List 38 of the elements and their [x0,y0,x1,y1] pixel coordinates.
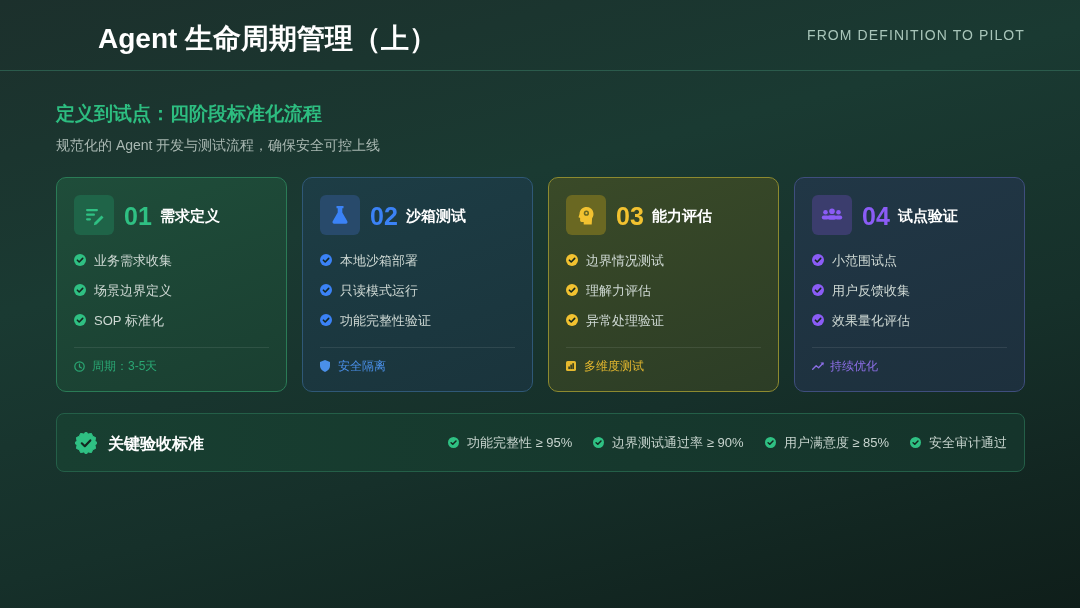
card-footer-note: 多维度测试 [584,358,644,374]
stage-number: 01 [124,200,152,232]
card-footer-note: 安全隔离 [338,358,386,374]
stage-title: 沙箱测试 [406,206,466,226]
checklist-item: 只读模式运行 [340,281,418,299]
checklist-item: 业务需求收集 [94,251,172,269]
criterion-item: 安全审计通过 [929,434,1007,451]
stage-title: 能力评估 [652,206,712,226]
checklist-item: 功能完整性验证 [340,311,431,329]
card-footer-note: 周期：3-5天 [92,358,158,374]
stage-card [794,177,1025,392]
criterion-item: 功能完整性 ≥ 95% [466,434,573,451]
checklist-item: 效果量化评估 [832,311,910,329]
stage-number: 02 [370,200,398,232]
checklist-item: 本地沙箱部署 [340,251,418,269]
section-subtitle: 规范化的 Agent 开发与测试流程，确保安全可控上线 [56,136,381,154]
checklist-item: 小范围试点 [832,251,897,269]
criterion-item: 边界测试通过率 ≥ 90% [612,434,744,451]
criterion-item: 用户满意度 ≥ 85% [783,434,889,451]
stage-number: 04 [862,200,890,232]
stage-title: 需求定义 [160,206,220,226]
header-tagline: FROM DEFINITION TO PILOT [807,26,1025,44]
card-footer-note: 持续优化 [830,358,878,374]
checklist-item: 理解力评估 [586,281,651,299]
checklist-item: 异常处理验证 [586,311,664,329]
stage-card [302,177,533,392]
stage-number: 03 [616,200,644,232]
checklist-item: 边界情况测试 [586,251,664,269]
checklist-item: SOP 标准化 [94,311,164,329]
section-heading: 定义到试点：四阶段标准化流程 [56,101,322,126]
stage-card [56,177,287,392]
slide-title: Agent 生命周期管理（上） [98,22,438,56]
band-title: 关键验收标准 [108,433,204,454]
criteria-band [56,413,1025,472]
stage-title: 试点验证 [898,206,958,226]
stage-card [548,177,779,392]
checklist-item: 用户反馈收集 [832,281,910,299]
checklist-item: 场景边界定义 [94,281,172,299]
